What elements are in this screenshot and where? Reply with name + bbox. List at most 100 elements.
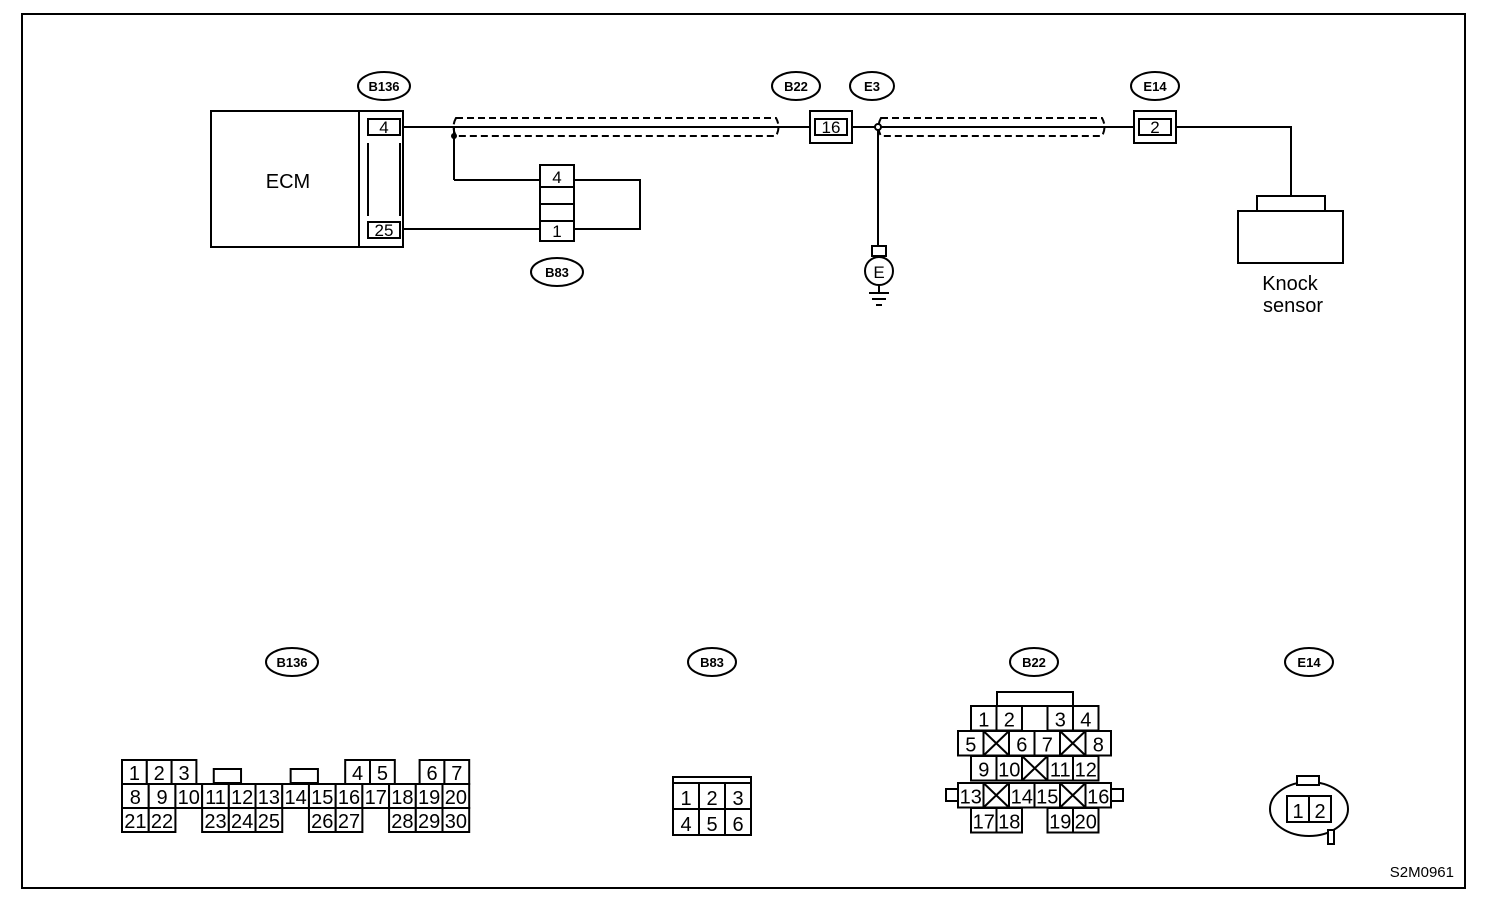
b22-pin-20: 20 xyxy=(1072,807,1100,834)
b22-cavity-empty xyxy=(1059,782,1087,809)
svg-text:12: 12 xyxy=(231,787,253,809)
b83-pin-3: 3 xyxy=(724,782,752,810)
svg-text:15: 15 xyxy=(311,787,333,809)
svg-text:13: 13 xyxy=(960,787,982,809)
b136-pin-10: 10 xyxy=(174,783,204,809)
b83-pin-4: 4 xyxy=(552,168,561,187)
svg-text:1: 1 xyxy=(1292,801,1303,823)
svg-text:2: 2 xyxy=(706,788,717,810)
connector-tag-b22: B22 xyxy=(1009,647,1059,677)
b136-pin-30: 30 xyxy=(441,807,471,833)
svg-text:5: 5 xyxy=(706,814,717,836)
svg-text:24: 24 xyxy=(231,811,253,833)
b136-pin-25: 25 xyxy=(254,807,284,833)
b136-pin-5: 5 xyxy=(369,759,396,785)
svg-text:16: 16 xyxy=(338,787,360,809)
figure-code: S2M0961 xyxy=(1390,864,1454,881)
svg-text:18: 18 xyxy=(998,812,1020,834)
b83-pin-1: 1 xyxy=(672,782,700,810)
b136-pin-23: 23 xyxy=(201,807,230,833)
svg-text:20: 20 xyxy=(1075,812,1097,834)
b136-pin-17: 17 xyxy=(361,783,391,809)
b83-pin-6: 6 xyxy=(724,808,752,836)
b83-pin-4: 4 xyxy=(672,808,700,836)
ground-label: E xyxy=(873,263,884,282)
b22-pin-2: 2 xyxy=(995,705,1023,732)
knock-sensor-label-2: sensor xyxy=(1263,295,1323,317)
shield-junction xyxy=(874,123,882,131)
knock-sensor-label-1: Knock xyxy=(1262,273,1319,295)
svg-text:19: 19 xyxy=(1049,812,1071,834)
svg-text:14: 14 xyxy=(284,787,306,809)
svg-text:3: 3 xyxy=(1055,710,1066,732)
b136-pin-11: 11 xyxy=(201,783,230,809)
svg-text:8: 8 xyxy=(130,787,141,809)
svg-text:17: 17 xyxy=(365,787,387,809)
b136-pin-8: 8 xyxy=(121,783,150,809)
svg-text:6: 6 xyxy=(1016,735,1027,757)
b136-pin-27: 27 xyxy=(334,807,364,833)
b136-pin-20: 20 xyxy=(441,783,471,809)
b22-pin-11: 11 xyxy=(1046,755,1074,782)
b22-pin-13: 13 xyxy=(957,782,985,809)
svg-text:E14: E14 xyxy=(1143,79,1167,94)
b136-pin-3: 3 xyxy=(170,759,198,785)
svg-text:21: 21 xyxy=(124,811,146,833)
svg-text:3: 3 xyxy=(178,763,189,785)
b136-pin-9: 9 xyxy=(147,783,177,809)
svg-text:18: 18 xyxy=(391,787,413,809)
knock-sensor: Knock sensor xyxy=(1237,195,1344,317)
svg-text:12: 12 xyxy=(1075,760,1097,782)
svg-text:2: 2 xyxy=(1004,710,1015,732)
b83-pin-2: 2 xyxy=(698,782,726,810)
b22-pin-5: 5 xyxy=(957,730,985,757)
svg-text:17: 17 xyxy=(973,812,995,834)
svg-text:26: 26 xyxy=(311,811,333,833)
svg-text:8: 8 xyxy=(1093,735,1104,757)
svg-text:13: 13 xyxy=(258,787,280,809)
svg-text:2: 2 xyxy=(154,763,165,785)
b136-pin-13: 13 xyxy=(254,783,284,809)
b136-pin-2: 2 xyxy=(145,759,173,785)
b22-pin-15: 15 xyxy=(1033,782,1061,809)
b22-cavity-empty xyxy=(982,782,1010,809)
b22-pin-12: 12 xyxy=(1072,755,1100,782)
svg-text:B136: B136 xyxy=(368,79,399,94)
wire-junction xyxy=(451,133,457,139)
b136-pin-26: 26 xyxy=(307,807,337,833)
svg-text:16: 16 xyxy=(1087,787,1109,809)
e14-inline-connector: 2 xyxy=(1133,110,1177,144)
svg-text:3: 3 xyxy=(732,788,743,810)
b22-pin-4: 4 xyxy=(1072,705,1100,732)
svg-text:1: 1 xyxy=(978,710,989,732)
b136-pin-4: 4 xyxy=(344,759,372,785)
b22-pin-8: 8 xyxy=(1084,730,1112,757)
svg-text:6: 6 xyxy=(732,814,743,836)
b22-pin-19: 19 xyxy=(1046,807,1074,834)
svg-text:4: 4 xyxy=(1080,710,1091,732)
b22-pin-14: 14 xyxy=(1008,782,1036,809)
ecm-label: ECM xyxy=(266,171,310,193)
b22-pin-1: 1 xyxy=(970,705,998,732)
b83-connector: 4 1 xyxy=(539,164,575,242)
b136-pin-14: 14 xyxy=(281,783,310,809)
svg-text:10: 10 xyxy=(178,787,200,809)
svg-text:5: 5 xyxy=(965,735,976,757)
svg-text:1: 1 xyxy=(129,763,140,785)
svg-text:19: 19 xyxy=(418,787,440,809)
svg-text:2: 2 xyxy=(1314,801,1325,823)
b136-pin-1: 1 xyxy=(121,759,148,785)
e3-tag: E3 xyxy=(849,71,895,101)
e14-tag: E14 xyxy=(1130,71,1180,101)
b83-pin-1: 1 xyxy=(552,222,561,241)
b136-pin-22: 22 xyxy=(147,807,177,833)
svg-text:9: 9 xyxy=(978,760,989,782)
b22-pin-3: 3 xyxy=(1046,705,1074,732)
svg-text:29: 29 xyxy=(418,811,440,833)
svg-text:5: 5 xyxy=(377,763,388,785)
ground-icon: E xyxy=(864,245,894,306)
